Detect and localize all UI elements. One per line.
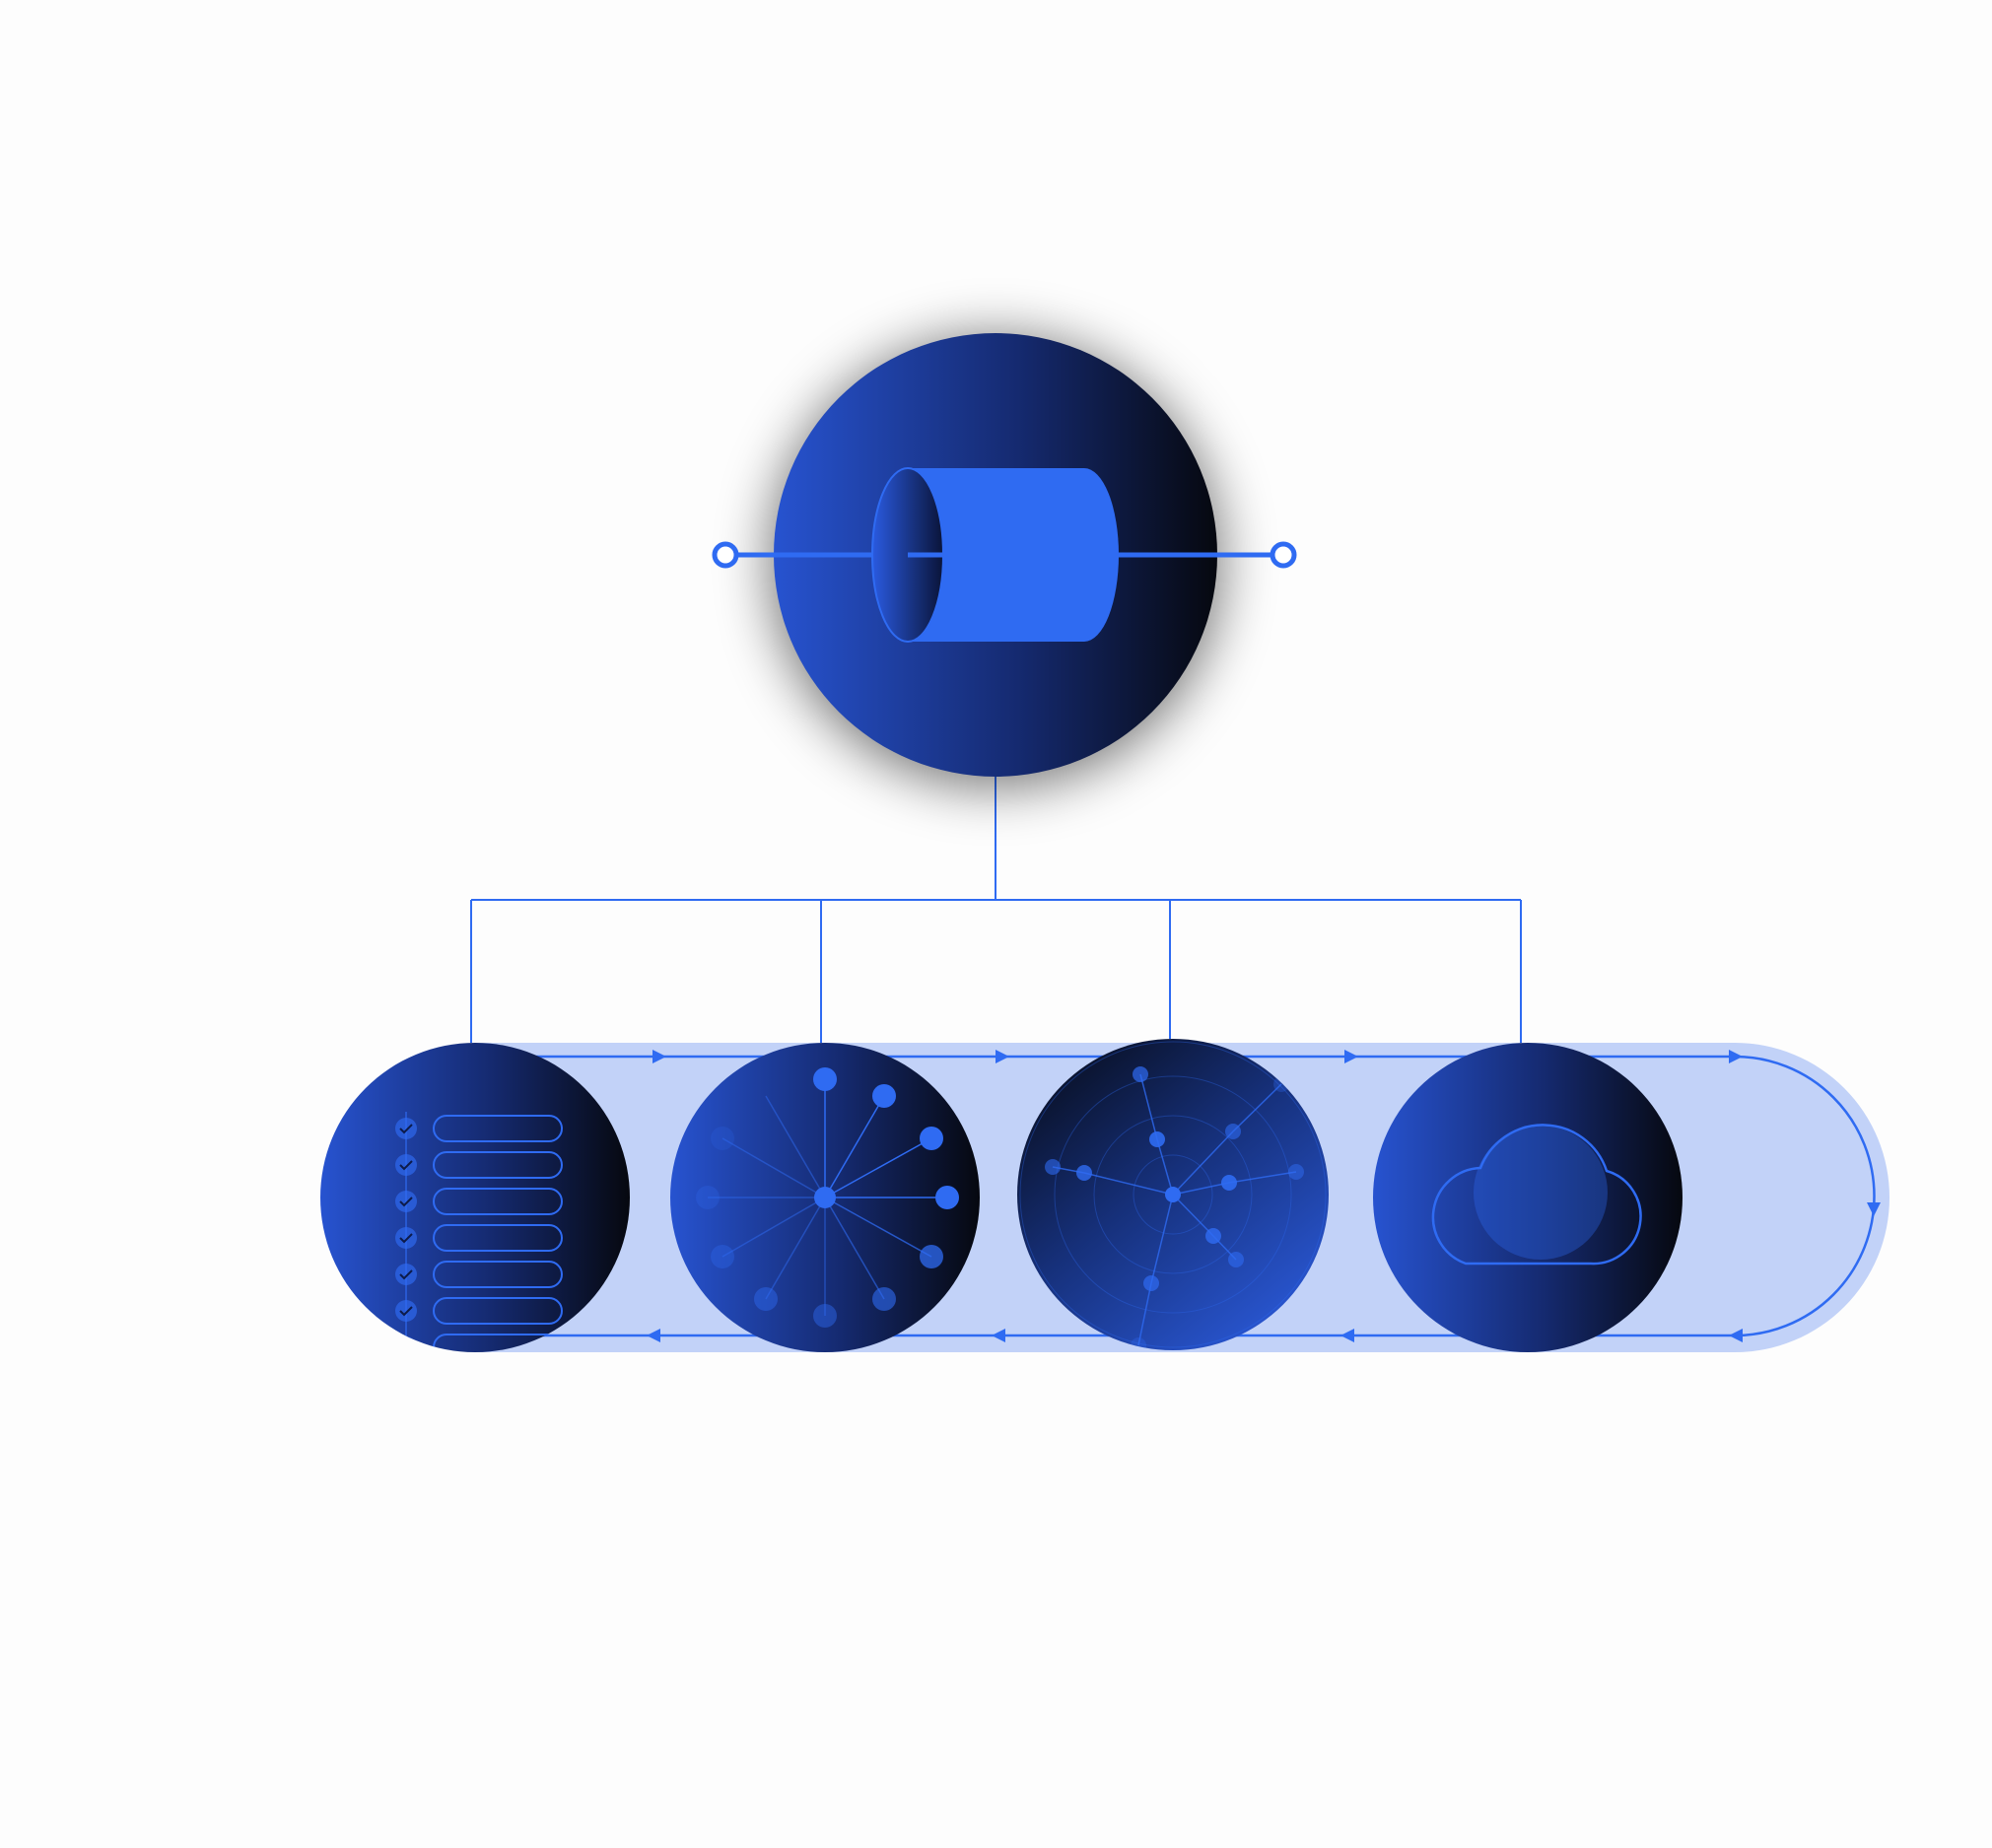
spoke-node-dot xyxy=(813,1067,837,1091)
checkmark-icon xyxy=(400,1343,412,1351)
radar-point-dot xyxy=(1205,1228,1221,1244)
node-hub-spoke xyxy=(670,1043,980,1352)
radar-point-dot xyxy=(1225,1124,1241,1139)
radar-point-dot xyxy=(1221,1175,1237,1191)
hub-node xyxy=(715,333,1294,787)
input-port-icon xyxy=(715,544,736,566)
radar-point-dot xyxy=(1143,1275,1159,1291)
radar-point-dot xyxy=(1076,1165,1092,1181)
spoke-node-dot xyxy=(872,1287,896,1311)
check-icon xyxy=(395,1264,417,1285)
spoke-node-dot xyxy=(935,1186,959,1209)
check-icon xyxy=(395,1154,417,1176)
spoke-node-dot xyxy=(813,1304,837,1328)
spoke-node-dot xyxy=(872,1084,896,1108)
tree-connectors xyxy=(471,777,1521,1043)
pipe-cylinder-icon xyxy=(872,468,1119,642)
radar-point-dot xyxy=(1228,1252,1244,1267)
spoke-node-dot xyxy=(696,1186,720,1209)
radar-point-dot xyxy=(1288,1164,1304,1180)
spoke-node-dot xyxy=(920,1127,943,1150)
check-icon xyxy=(395,1118,417,1139)
spoke-node-dot xyxy=(711,1127,734,1150)
radar-point-dot xyxy=(1133,1066,1148,1082)
radar-point-dot xyxy=(1149,1131,1165,1147)
spoke-node-dot xyxy=(711,1245,734,1268)
check-icon xyxy=(395,1336,417,1358)
radar-point-dot xyxy=(1165,1187,1181,1202)
output-port-icon xyxy=(1272,544,1294,566)
check-icon xyxy=(395,1191,417,1212)
spoke-node-dot xyxy=(754,1287,778,1311)
node-cloud xyxy=(1373,1043,1683,1352)
check-icon xyxy=(395,1300,417,1322)
radar-point-dot xyxy=(1045,1159,1061,1175)
spoke-center-dot xyxy=(814,1187,836,1208)
check-icon xyxy=(395,1227,417,1249)
spoke-node-dot xyxy=(920,1245,943,1268)
